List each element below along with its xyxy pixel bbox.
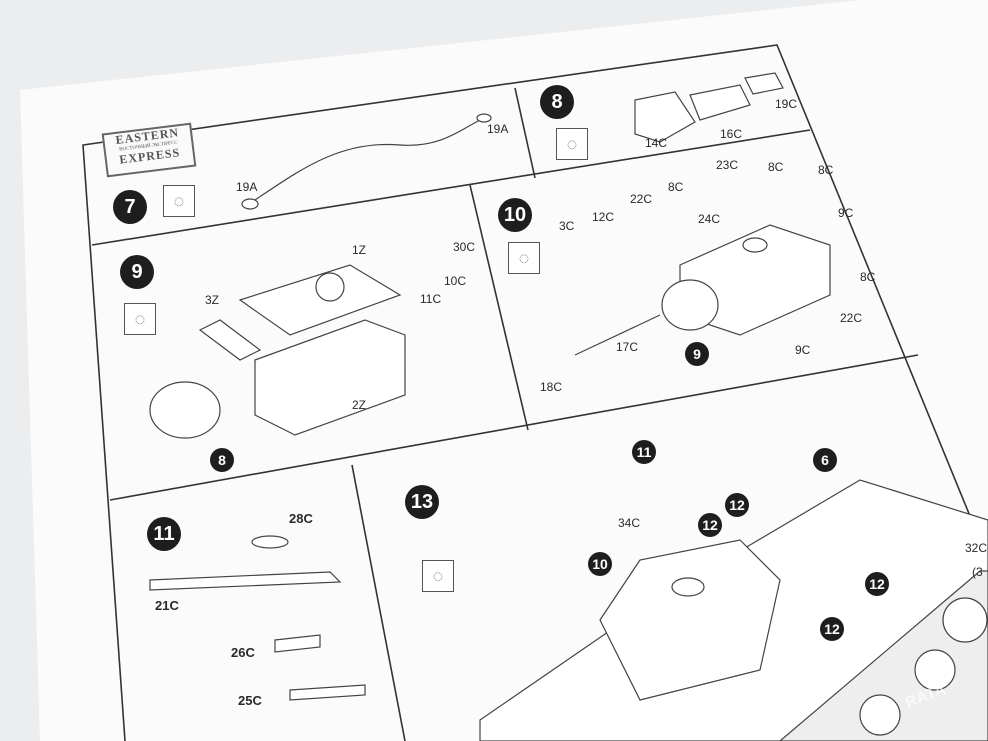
ref-badge: 12 — [820, 617, 844, 641]
divider-row2 — [109, 354, 919, 501]
glue-icon: ◌ — [422, 560, 454, 592]
step-11-badge: 11 — [147, 517, 181, 551]
part-label: 25C — [238, 693, 262, 708]
part-label: 1Z — [352, 243, 367, 257]
ref-badge: 9 — [685, 342, 709, 366]
divider-9-10 — [469, 184, 529, 431]
part-label: 18C — [540, 380, 563, 394]
glue-icon: ◌ — [556, 128, 588, 160]
machine-gun — [149, 571, 342, 591]
tank-track — [779, 570, 988, 741]
step-13-badge: 13 — [405, 485, 439, 519]
part-label: 24C — [698, 212, 721, 226]
divider-row1 — [91, 129, 811, 246]
tank-turret — [599, 539, 781, 701]
part-label: 17C — [616, 340, 639, 354]
ref-badge: 12 — [725, 493, 749, 517]
part-label: 30C — [453, 240, 476, 254]
step-10-badge: 10 — [498, 198, 532, 232]
turret-roof — [238, 264, 402, 336]
part-label: 3C — [559, 219, 575, 233]
mantlet — [149, 381, 221, 439]
part-label: 3Z — [205, 293, 220, 307]
step-8-badge: 8 — [540, 85, 574, 119]
ref-badge: 11 — [632, 440, 656, 464]
part-label: 12C — [592, 210, 615, 224]
part-label: 2Z — [352, 398, 367, 412]
part-label: 19A — [487, 122, 509, 136]
part-label: 8C — [818, 163, 834, 177]
part-label: (3 — [972, 565, 983, 579]
part-label: 8C — [668, 180, 684, 194]
mantlet-part — [634, 91, 696, 143]
part-label: 9C — [795, 343, 811, 357]
glue-icon: ◌ — [163, 185, 195, 217]
part-label: 19A — [236, 180, 258, 194]
part-label: 34C — [618, 516, 641, 530]
divider-11-13 — [351, 464, 406, 741]
outer-frame — [82, 44, 988, 741]
part-label: 19C — [775, 97, 798, 111]
glue-icon: ◌ — [508, 242, 540, 274]
ref-badge: 12 — [865, 572, 889, 596]
part-label: 23C — [716, 158, 739, 172]
ref-badge: 12 — [698, 513, 722, 537]
step-7-badge: 7 — [113, 190, 147, 224]
ref-badge: 8 — [210, 448, 234, 472]
part-label: 9C — [838, 206, 854, 220]
part-label: 14C — [645, 136, 668, 150]
part-label: 32C — [965, 541, 988, 555]
part-label: 11C — [420, 292, 442, 306]
step-9-badge: 9 — [120, 255, 154, 289]
part-label: 16C — [720, 127, 743, 141]
glue-icon: ◌ — [124, 303, 156, 335]
part-label: 28C — [289, 511, 313, 526]
divider-7-8 — [514, 87, 536, 179]
part-label: 8C — [860, 270, 876, 284]
part-label: 26C — [231, 645, 255, 660]
turret-body — [254, 319, 406, 436]
part-label: 10C — [444, 274, 467, 288]
ref-badge: 10 — [588, 552, 612, 576]
ref-badge: 6 — [813, 448, 837, 472]
part-label: 21C — [155, 598, 179, 613]
part-label: 22C — [630, 192, 653, 206]
part-label: 8C — [768, 160, 784, 174]
part-label: 22C — [840, 311, 863, 325]
tow-cable — [254, 119, 481, 201]
